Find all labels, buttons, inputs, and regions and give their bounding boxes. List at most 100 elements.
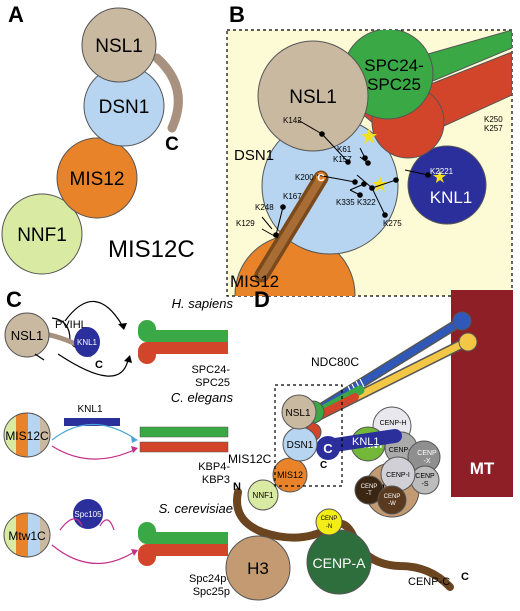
cenp-n-subunit bbox=[315, 508, 343, 536]
cenp-w-subunit bbox=[377, 485, 407, 515]
k167-label: K167 bbox=[283, 192, 302, 201]
c-terminus-label: C bbox=[461, 571, 469, 583]
knl1-c-head bbox=[316, 436, 340, 460]
nsl1-subunit bbox=[257, 40, 369, 152]
mis12-label: MIS12 bbox=[277, 470, 303, 480]
c-terminus-label: C bbox=[95, 359, 103, 371]
partner-top-label: SPC24- bbox=[191, 364, 230, 376]
spc25-label: SPC25 bbox=[367, 75, 421, 94]
partner-bottom-label: KBP3 bbox=[202, 474, 230, 486]
cenp-s-label-top: CENP bbox=[415, 473, 435, 480]
c-terminus-label: C bbox=[320, 460, 327, 471]
cenp-i-label: CENP-I bbox=[386, 472, 410, 479]
cenp-t-label-top: CENP bbox=[361, 484, 378, 490]
kbp3-bar bbox=[139, 441, 229, 453]
panel-c-letter: C bbox=[6, 287, 22, 312]
mis12-label: MIS12 bbox=[70, 169, 125, 190]
panel-d: D MT N C CENP-C H3 CENP-A CENP -N H3 bbox=[225, 287, 513, 601]
k248-label: K248 bbox=[255, 203, 274, 212]
partner-bottom-label: Spc25p bbox=[193, 586, 230, 598]
dsn1-label: DSN1 bbox=[99, 97, 150, 118]
h3-nucleosome-left bbox=[225, 535, 291, 601]
panel-b-letter: B bbox=[229, 2, 245, 27]
spc105-subunit bbox=[73, 499, 103, 529]
nsl1-subunit bbox=[4, 312, 50, 358]
knl1-subunit bbox=[407, 145, 487, 225]
k142-label: K142 bbox=[283, 116, 302, 125]
mis12-label: MIS12 bbox=[230, 272, 279, 291]
nnf1-label: NNF1 bbox=[17, 225, 67, 246]
n-terminus-label: N bbox=[233, 481, 241, 493]
cenp-x-label-bottom: -X bbox=[424, 458, 431, 465]
ndc80c-label: NDC80C bbox=[311, 355, 359, 369]
cenp-t-label-bottom: -T bbox=[366, 491, 372, 497]
h3-label: H3 bbox=[247, 559, 269, 578]
partner-top-label: Spc24p- bbox=[189, 573, 230, 585]
arrow-to-spc24 bbox=[64, 300, 123, 326]
cenp-h-label: CENP-H bbox=[380, 420, 407, 427]
row-c-elegans: C. elegans MIS12C KNL1 KBP4- KBP3 bbox=[3, 390, 234, 486]
star-icon bbox=[361, 128, 377, 144]
nsl1-label: NSL1 bbox=[95, 36, 143, 57]
arrow-to-kbp3 bbox=[51, 445, 135, 460]
nsl1-subunit bbox=[281, 394, 317, 430]
spc25p-coil bbox=[148, 544, 228, 556]
species-label: S. cerevisiae bbox=[159, 501, 233, 516]
k250-label: K250 bbox=[484, 115, 503, 124]
k257-label: K257 bbox=[484, 124, 503, 133]
nsl1-tail bbox=[152, 53, 183, 133]
c-terminus-label: C bbox=[165, 134, 179, 155]
knl1-label: KNL1 bbox=[352, 436, 380, 448]
kbp4-bar bbox=[139, 426, 229, 438]
dsn1-label: DSN1 bbox=[287, 440, 314, 451]
k61-label: K61 bbox=[337, 145, 352, 154]
partner-bottom-label: SPC25 bbox=[195, 377, 230, 389]
c-terminus-label: C bbox=[317, 173, 324, 184]
k2221-label: K2221 bbox=[430, 167, 454, 176]
dsn1-label: DSN1 bbox=[234, 147, 274, 164]
c-terminus-label: C bbox=[323, 441, 333, 456]
nnf1-label: NNF1 bbox=[253, 491, 274, 500]
arrow-to-kbp4 bbox=[51, 423, 135, 441]
cenp-k-label: CENP-K bbox=[389, 447, 416, 454]
spc24-coil bbox=[148, 330, 228, 342]
k335-label: K335 bbox=[336, 198, 355, 207]
spc25-coil bbox=[148, 342, 228, 354]
spc105-label: Spc105 bbox=[74, 510, 102, 519]
mis12c-label: MIS12C bbox=[108, 236, 195, 263]
panel-c: C H. sapiens NSL1 PVIHL KNL1 C SPC24- SP… bbox=[3, 287, 234, 598]
arrow-to-spc25p bbox=[51, 544, 135, 564]
nnf1-subunit bbox=[247, 479, 279, 511]
panel-a-letter: A bbox=[8, 2, 24, 27]
crosslink-sites bbox=[273, 131, 431, 238]
cenp-a-label: CENP-A bbox=[313, 555, 367, 571]
knl1-subunit bbox=[64, 418, 120, 426]
arrow-to-spc105 bbox=[59, 518, 83, 531]
nsl1-label: NSL1 bbox=[11, 328, 44, 343]
nuf2-head bbox=[458, 332, 478, 352]
arrow-to-spc25 bbox=[57, 353, 129, 377]
k200-label: K200 bbox=[295, 173, 314, 182]
nsl1-label: NSL1 bbox=[285, 408, 310, 419]
nnf1-subunit bbox=[1, 193, 83, 275]
spc24-label: SPC24- bbox=[364, 56, 424, 75]
nsl1-label: NSL1 bbox=[289, 87, 337, 108]
panel-b: B bbox=[226, 2, 513, 297]
mt-label: MT bbox=[470, 459, 495, 478]
k129-label: K129 bbox=[236, 219, 255, 228]
cenp-w-label-bottom: -W bbox=[388, 501, 396, 507]
c-terminus-marker bbox=[316, 172, 326, 182]
knl1-label: KNL1 bbox=[77, 338, 98, 347]
knl1-label: KNL1 bbox=[430, 188, 473, 207]
star-icon bbox=[372, 176, 388, 192]
cenp-s-label-bottom: -S bbox=[422, 481, 429, 488]
species-label: H. sapiens bbox=[172, 296, 234, 311]
panel-d-letter: D bbox=[254, 287, 270, 312]
species-label: C. elegans bbox=[171, 390, 234, 405]
mtw1c-label: Mtw1C bbox=[8, 529, 46, 543]
panel-a: A NSL1 DSN1 MIS12 NNF1 C MIS12C bbox=[1, 2, 195, 275]
cenp-c-label: CENP-C bbox=[408, 576, 450, 588]
cenp-x-label-top: CENP bbox=[417, 450, 437, 457]
cenp-w-label-top: CENP bbox=[384, 494, 401, 500]
